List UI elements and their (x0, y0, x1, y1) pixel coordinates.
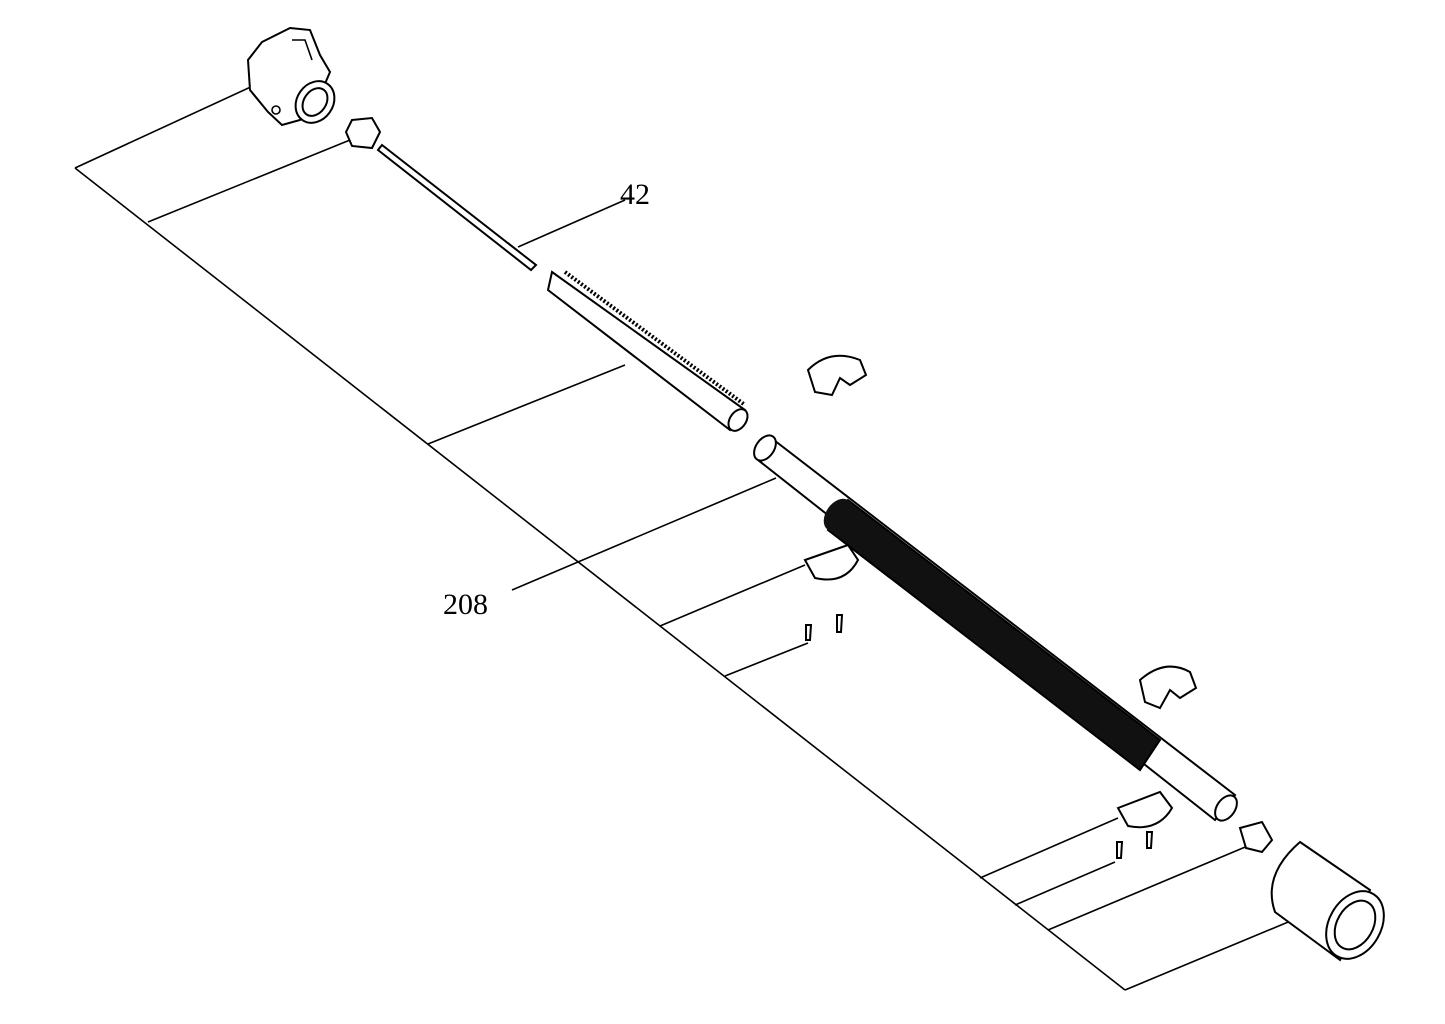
plug-part (1238, 820, 1274, 854)
leader-clamp-lower (659, 564, 806, 627)
clamp-upper-2 (1138, 665, 1198, 710)
housing-part (246, 26, 336, 127)
leader-bushing (147, 139, 351, 223)
callout-label-42: 42 (620, 178, 650, 211)
leader-42 (517, 199, 626, 248)
leader-inner-tube (427, 364, 626, 445)
leader-clamp-lower-2 (979, 817, 1119, 879)
screws (805, 614, 1154, 859)
clamp-upper-1 (806, 354, 868, 397)
leader-208 (511, 477, 777, 591)
clamp-lower-2 (1116, 790, 1174, 829)
leader-housing (74, 84, 256, 169)
leader-end-cap (1124, 914, 1306, 991)
callout-label-208: 208 (443, 588, 488, 621)
main-tube-part-208 (753, 434, 1238, 822)
grip-sleeve (826, 498, 1162, 772)
leader-screws (724, 642, 809, 677)
rod-part-42 (376, 143, 538, 272)
clamp-lower-1 (803, 543, 860, 581)
end-cap-part (1270, 840, 1385, 962)
inner-tube-part (546, 270, 749, 432)
leader-lines (74, 84, 1306, 991)
leader-screws-2 (1014, 861, 1116, 906)
bushing-part (344, 116, 382, 150)
leader-plug (1047, 844, 1251, 931)
assembly-baseline (74, 167, 1126, 991)
